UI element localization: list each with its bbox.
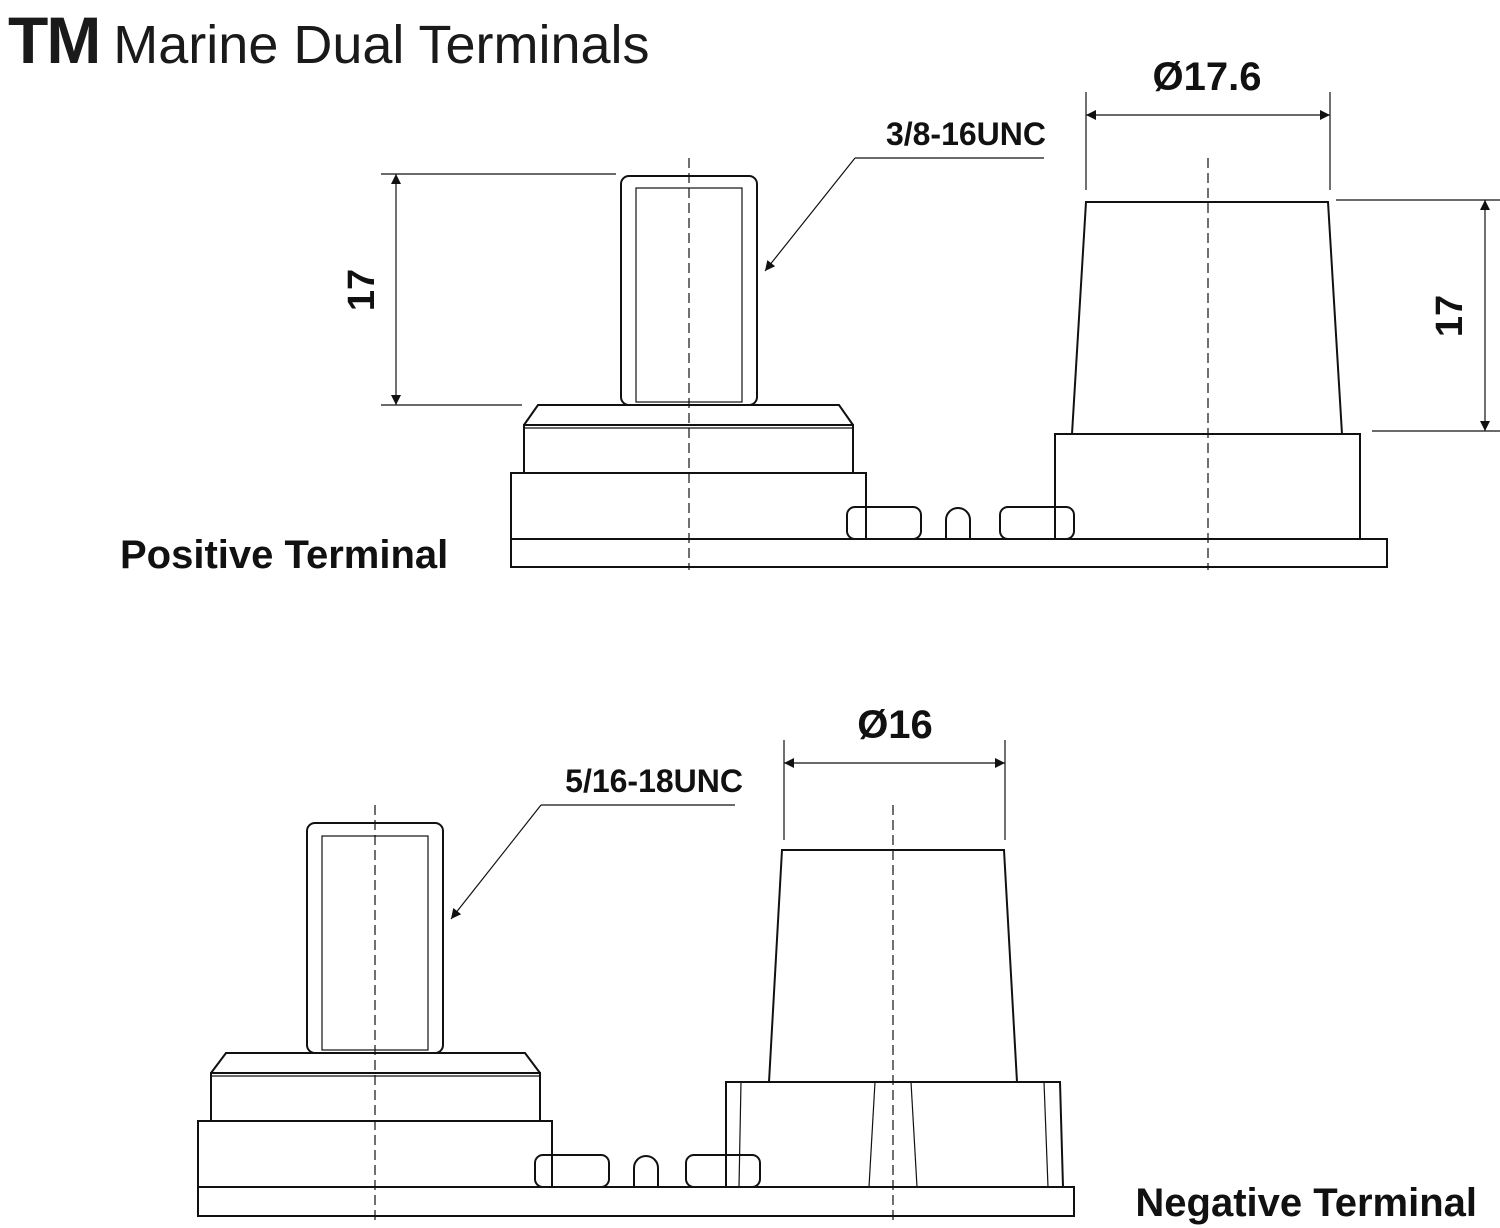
- positive-slot-right: [999, 506, 1075, 540]
- positive-base-plate: [510, 538, 1388, 568]
- negative-thread-label: 5/16-18UNC: [565, 763, 743, 799]
- positive-tapered-post: [1071, 201, 1343, 435]
- negative-slot-right: [685, 1154, 761, 1188]
- positive-stud-height-label: 17: [341, 269, 383, 311]
- brand-title: TM: [8, 3, 101, 77]
- positive-slot-left: [846, 506, 922, 540]
- negative-terminal-label: Negative Terminal: [1135, 1181, 1477, 1225]
- positive-post-height-label: 17: [1429, 295, 1471, 337]
- positive-hole: [945, 507, 971, 539]
- positive-diameter-label: Ø17.6: [1153, 55, 1262, 99]
- negative-hole: [633, 1155, 659, 1187]
- page-subtitle: Marine Dual Terminals: [113, 15, 650, 75]
- negative-terminal-drawing: Ø16 5/16-18UNC Negative Terminal: [197, 703, 1477, 1225]
- positive-terminal-drawing: 17 17 Ø17.6 3/8-16UNC Positive Terminal: [120, 55, 1500, 577]
- positive-terminal-label: Positive Terminal: [120, 533, 448, 577]
- negative-diameter-label: Ø16: [857, 703, 933, 747]
- negative-slot-left: [534, 1154, 610, 1188]
- negative-post-base: [725, 1081, 1064, 1188]
- positive-thread-label: 3/8-16UNC: [886, 116, 1046, 152]
- negative-base-plate: [197, 1186, 1075, 1217]
